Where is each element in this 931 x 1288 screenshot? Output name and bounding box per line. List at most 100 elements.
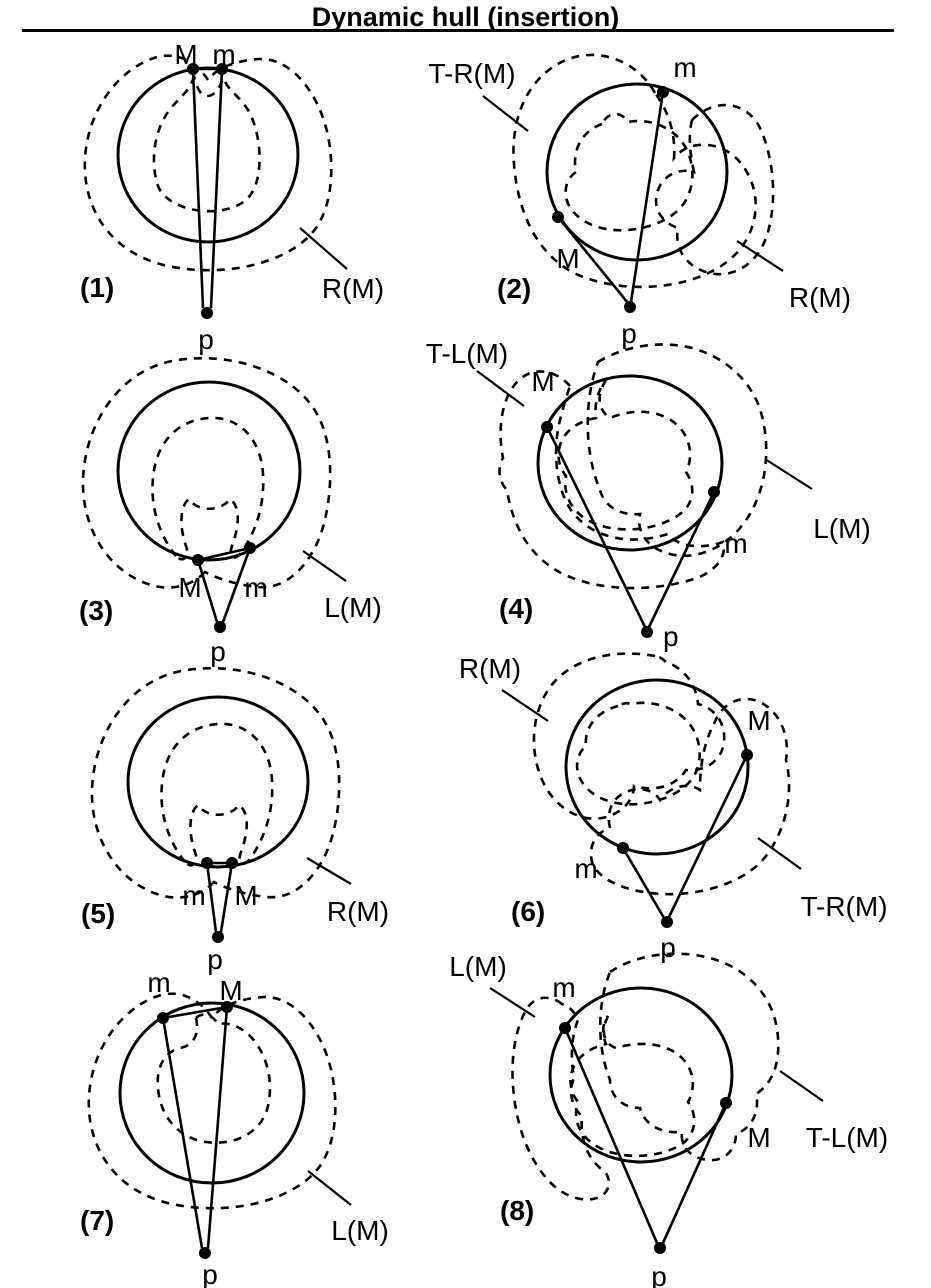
region-leader-line [307, 1170, 352, 1206]
inner-hull-dashed [152, 74, 261, 213]
tangent-lines [161, 1005, 229, 1249]
region-leader-line [299, 227, 348, 270]
inner-hull-dashed [564, 112, 694, 232]
tangent-lines [196, 546, 252, 623]
point-m-dot [157, 1012, 169, 1024]
inner-hull-dashed [575, 701, 701, 806]
label-p: p [621, 318, 637, 349]
figure-3: M m p (3) L(M) [79, 356, 382, 667]
point-m-dot [617, 842, 629, 854]
figure-number: (7) [80, 1205, 114, 1236]
region-label: R(M) [327, 896, 389, 927]
point-p-dot [214, 621, 226, 633]
label-M: M [178, 572, 201, 603]
tangent-lines [563, 1027, 728, 1244]
point-p-dot [661, 916, 673, 928]
outer-hull-dashed [90, 666, 341, 899]
point-M-dot [720, 1097, 732, 1109]
outer-hull-dashed [83, 54, 333, 272]
topleft-leader-line [482, 95, 529, 132]
point-m-dot [708, 486, 720, 498]
point-m-dot [559, 1022, 571, 1034]
inner-hull-dashed [160, 722, 274, 867]
point-p-dot [641, 626, 653, 638]
figure-number: (5) [81, 898, 115, 929]
label-M: M [174, 39, 197, 70]
hull-circle [536, 374, 724, 552]
figure-number: (1) [80, 272, 114, 303]
point-M-dot [192, 554, 204, 566]
point-M-dot [541, 421, 553, 433]
tangent-lines [545, 426, 716, 628]
figure-number: (6) [511, 896, 545, 927]
label-p: p [210, 636, 226, 667]
region-leader-line [736, 240, 784, 272]
point-m-dot [244, 542, 256, 554]
label-m: m [182, 880, 205, 911]
label-m: m [212, 39, 235, 70]
label-M: M [531, 366, 554, 397]
hull-circle [116, 380, 302, 562]
title-underline [22, 29, 894, 32]
topleft-leader-line [476, 370, 525, 407]
hull-circle [118, 1001, 306, 1185]
label-p: p [663, 621, 679, 652]
inner-hull-dashed [557, 379, 694, 531]
topleft-label: L(M) [449, 951, 507, 982]
tangent-lines [191, 67, 224, 309]
point-p-dot [624, 301, 636, 313]
figure-6: R(M) M m p (6) T-R(M) [459, 652, 888, 963]
label-p: p [198, 324, 214, 355]
figure-4: T-L(M) M m p (4) L(M) [426, 338, 871, 652]
point-p-dot [212, 931, 224, 943]
right-lobe-dashed [586, 343, 768, 558]
outer-hull-dashed [81, 356, 332, 589]
point-p-dot [201, 307, 213, 319]
topleft-label: T-R(M) [428, 58, 515, 89]
region-label: L(M) [813, 513, 871, 544]
region-label: L(M) [324, 592, 382, 623]
figure-8: L(M) m M p (8) T-L(M) [449, 951, 888, 1288]
outer-hull-dashed [512, 53, 757, 289]
topleft-label: R(M) [459, 653, 521, 684]
point-M-dot [741, 749, 753, 761]
label-p: p [660, 932, 676, 963]
label-m: m [552, 972, 575, 1003]
inner-hull-dashed [569, 1015, 696, 1158]
label-M: M [747, 705, 770, 736]
tangent-lines [621, 754, 749, 919]
point-M-dot [226, 857, 238, 869]
label-M: M [747, 1122, 770, 1153]
label-p: p [651, 1261, 667, 1288]
outer-hull-dashed [498, 370, 726, 590]
figure-number: (2) [497, 273, 531, 304]
region-leader-line [302, 550, 347, 582]
label-M: M [234, 880, 257, 911]
topleft-label: T-L(M) [426, 338, 508, 369]
point-M-dot [221, 1001, 233, 1013]
outer-hull-dashed [532, 652, 726, 820]
tangent-lines [205, 861, 234, 933]
region-label: T-L(M) [806, 1122, 888, 1153]
right-lobe-dashed [598, 952, 780, 1162]
hull-circle [116, 66, 300, 244]
label-m: m [147, 967, 170, 998]
point-p-dot [199, 1247, 211, 1259]
hull-circle [548, 986, 734, 1164]
point-M-dot [187, 63, 199, 75]
label-p: p [207, 944, 223, 975]
label-M: M [219, 975, 242, 1006]
figure-2: T-R(M) m M p (2) R(M) [428, 52, 851, 349]
outer-hull-dashed [87, 992, 337, 1210]
page-title: Dynamic hull (insertion) [311, 2, 620, 32]
label-m: m [673, 52, 696, 83]
label-p: p [202, 1259, 218, 1288]
region-leader-line [757, 837, 802, 870]
topleft-leader-line [489, 987, 536, 1018]
point-M-dot [552, 211, 564, 223]
region-leader-line [779, 1070, 824, 1102]
point-m-dot [216, 63, 228, 75]
point-m-dot [657, 86, 669, 98]
point-m-dot [201, 857, 213, 869]
